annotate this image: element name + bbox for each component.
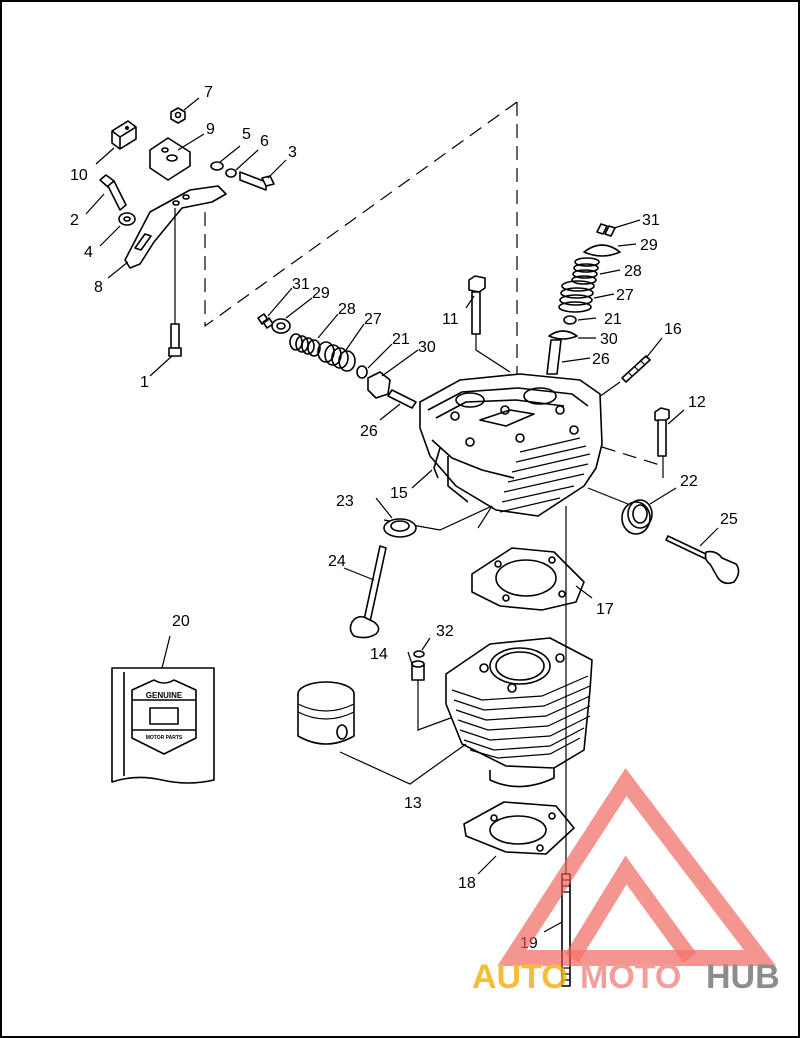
part-3-bolt — [239, 171, 267, 191]
part-15-cylinder-head — [383, 373, 603, 531]
badge-top-text: GENUINE — [146, 691, 183, 700]
part-23-seal — [383, 518, 417, 538]
callout-label: 22 — [680, 473, 698, 490]
badge-bottom-text: MOTOR PARTS — [146, 735, 183, 741]
part-28-spring-right — [571, 257, 600, 285]
callout-label: 7 — [204, 84, 213, 101]
part-27-spring-left — [317, 341, 356, 372]
part-7-nut — [170, 107, 186, 124]
part-12-bolt — [654, 407, 670, 457]
part-6-washer — [225, 168, 237, 178]
callout-label: 31 — [292, 276, 310, 293]
callout-label: 32 — [436, 623, 454, 640]
part-13-piston — [297, 681, 467, 785]
callout-label: 24 — [328, 553, 346, 570]
part-28-spring-left — [289, 333, 321, 357]
callout-label: 27 — [616, 287, 634, 304]
callout-labels: 1 2 3 4 5 6 7 8 9 10 11 12 13 14 15 16 1… — [70, 84, 738, 952]
watermark-brand-moto: MOTO — [580, 958, 681, 996]
callout-label: 4 — [84, 244, 93, 261]
valve-train-left — [257, 313, 417, 409]
callout-label: 28 — [338, 301, 356, 318]
callout-label: 6 — [260, 133, 269, 150]
part-22-seat — [587, 487, 653, 535]
part-9-bracket — [149, 137, 191, 181]
callout-label: 18 — [458, 875, 476, 892]
part-21-seal-left — [356, 365, 368, 379]
assembly-dash-lines — [204, 101, 664, 478]
valve-train-right — [546, 223, 621, 375]
part-31-keepers-left — [257, 313, 274, 329]
part-11-bolt — [468, 275, 511, 373]
part-31-keepers-right — [596, 223, 616, 237]
part-5-washer — [210, 161, 224, 171]
part-30-cap-right — [548, 330, 578, 340]
callout-label: 21 — [604, 311, 622, 328]
callout-label: 9 — [206, 121, 215, 138]
part-21-seal-right — [563, 315, 577, 325]
callout-label: 8 — [94, 279, 103, 296]
callout-label: 30 — [600, 331, 618, 348]
watermark-brand-hub: HUB — [706, 958, 780, 996]
part-16-stud — [591, 355, 651, 403]
part-30-cap-left — [367, 371, 391, 399]
part-18-base-gasket — [463, 801, 575, 855]
part-4-washer — [118, 212, 136, 226]
part-20-kit-box: GENUINE MOTOR PARTS — [111, 667, 215, 784]
callout-label: 11 — [442, 311, 459, 328]
callout-label: 15 — [390, 485, 408, 502]
callout-label: 3 — [288, 144, 297, 161]
callout-label: 29 — [312, 285, 330, 302]
part-17-head-gasket — [471, 547, 585, 611]
genuine-badge — [131, 679, 197, 755]
part-13-cylinder — [445, 637, 593, 788]
bracket-assembly — [99, 107, 275, 357]
callout-label: 27 — [364, 311, 382, 328]
callout-label: 23 — [336, 493, 354, 510]
callout-label: 31 — [642, 212, 660, 229]
callout-label: 2 — [70, 212, 79, 229]
part-29-retainer-right — [583, 244, 621, 257]
watermark-brand-auto: AUTO — [472, 958, 568, 996]
callout-label: 17 — [596, 601, 614, 618]
callout-label: 12 — [688, 394, 706, 411]
callout-label: 26 — [592, 351, 610, 368]
part-8-bracket — [124, 185, 227, 269]
part-1-bolt — [170, 323, 180, 349]
callout-label: 13 — [404, 795, 422, 812]
part-24-valve — [349, 545, 387, 639]
callout-label: 10 — [70, 167, 88, 184]
callout-label: 1 — [140, 374, 149, 391]
part-27-spring-right — [558, 280, 595, 313]
watermark: AUTO MOTO HUB — [472, 768, 780, 996]
watermark-triangle-logo — [497, 768, 777, 966]
part-26-guide-left — [387, 389, 417, 409]
callout-label: 25 — [720, 511, 738, 528]
callout-label: 28 — [624, 263, 642, 280]
callout-label: 30 — [418, 339, 436, 356]
part-14-dowel — [411, 660, 457, 731]
part-26-guide-right — [546, 339, 562, 375]
callout-label: 14 — [370, 646, 388, 663]
callout-leaders — [85, 97, 719, 933]
part-29-retainer-left — [271, 318, 291, 334]
callout-label: 16 — [664, 321, 682, 338]
callout-label: 20 — [172, 613, 190, 630]
callout-label: 5 — [242, 126, 251, 143]
part-32-oring — [413, 650, 425, 658]
part-25-valve — [665, 535, 740, 585]
callout-label: 26 — [360, 423, 378, 440]
callout-label: 21 — [392, 331, 410, 348]
callout-label: 29 — [640, 237, 658, 254]
